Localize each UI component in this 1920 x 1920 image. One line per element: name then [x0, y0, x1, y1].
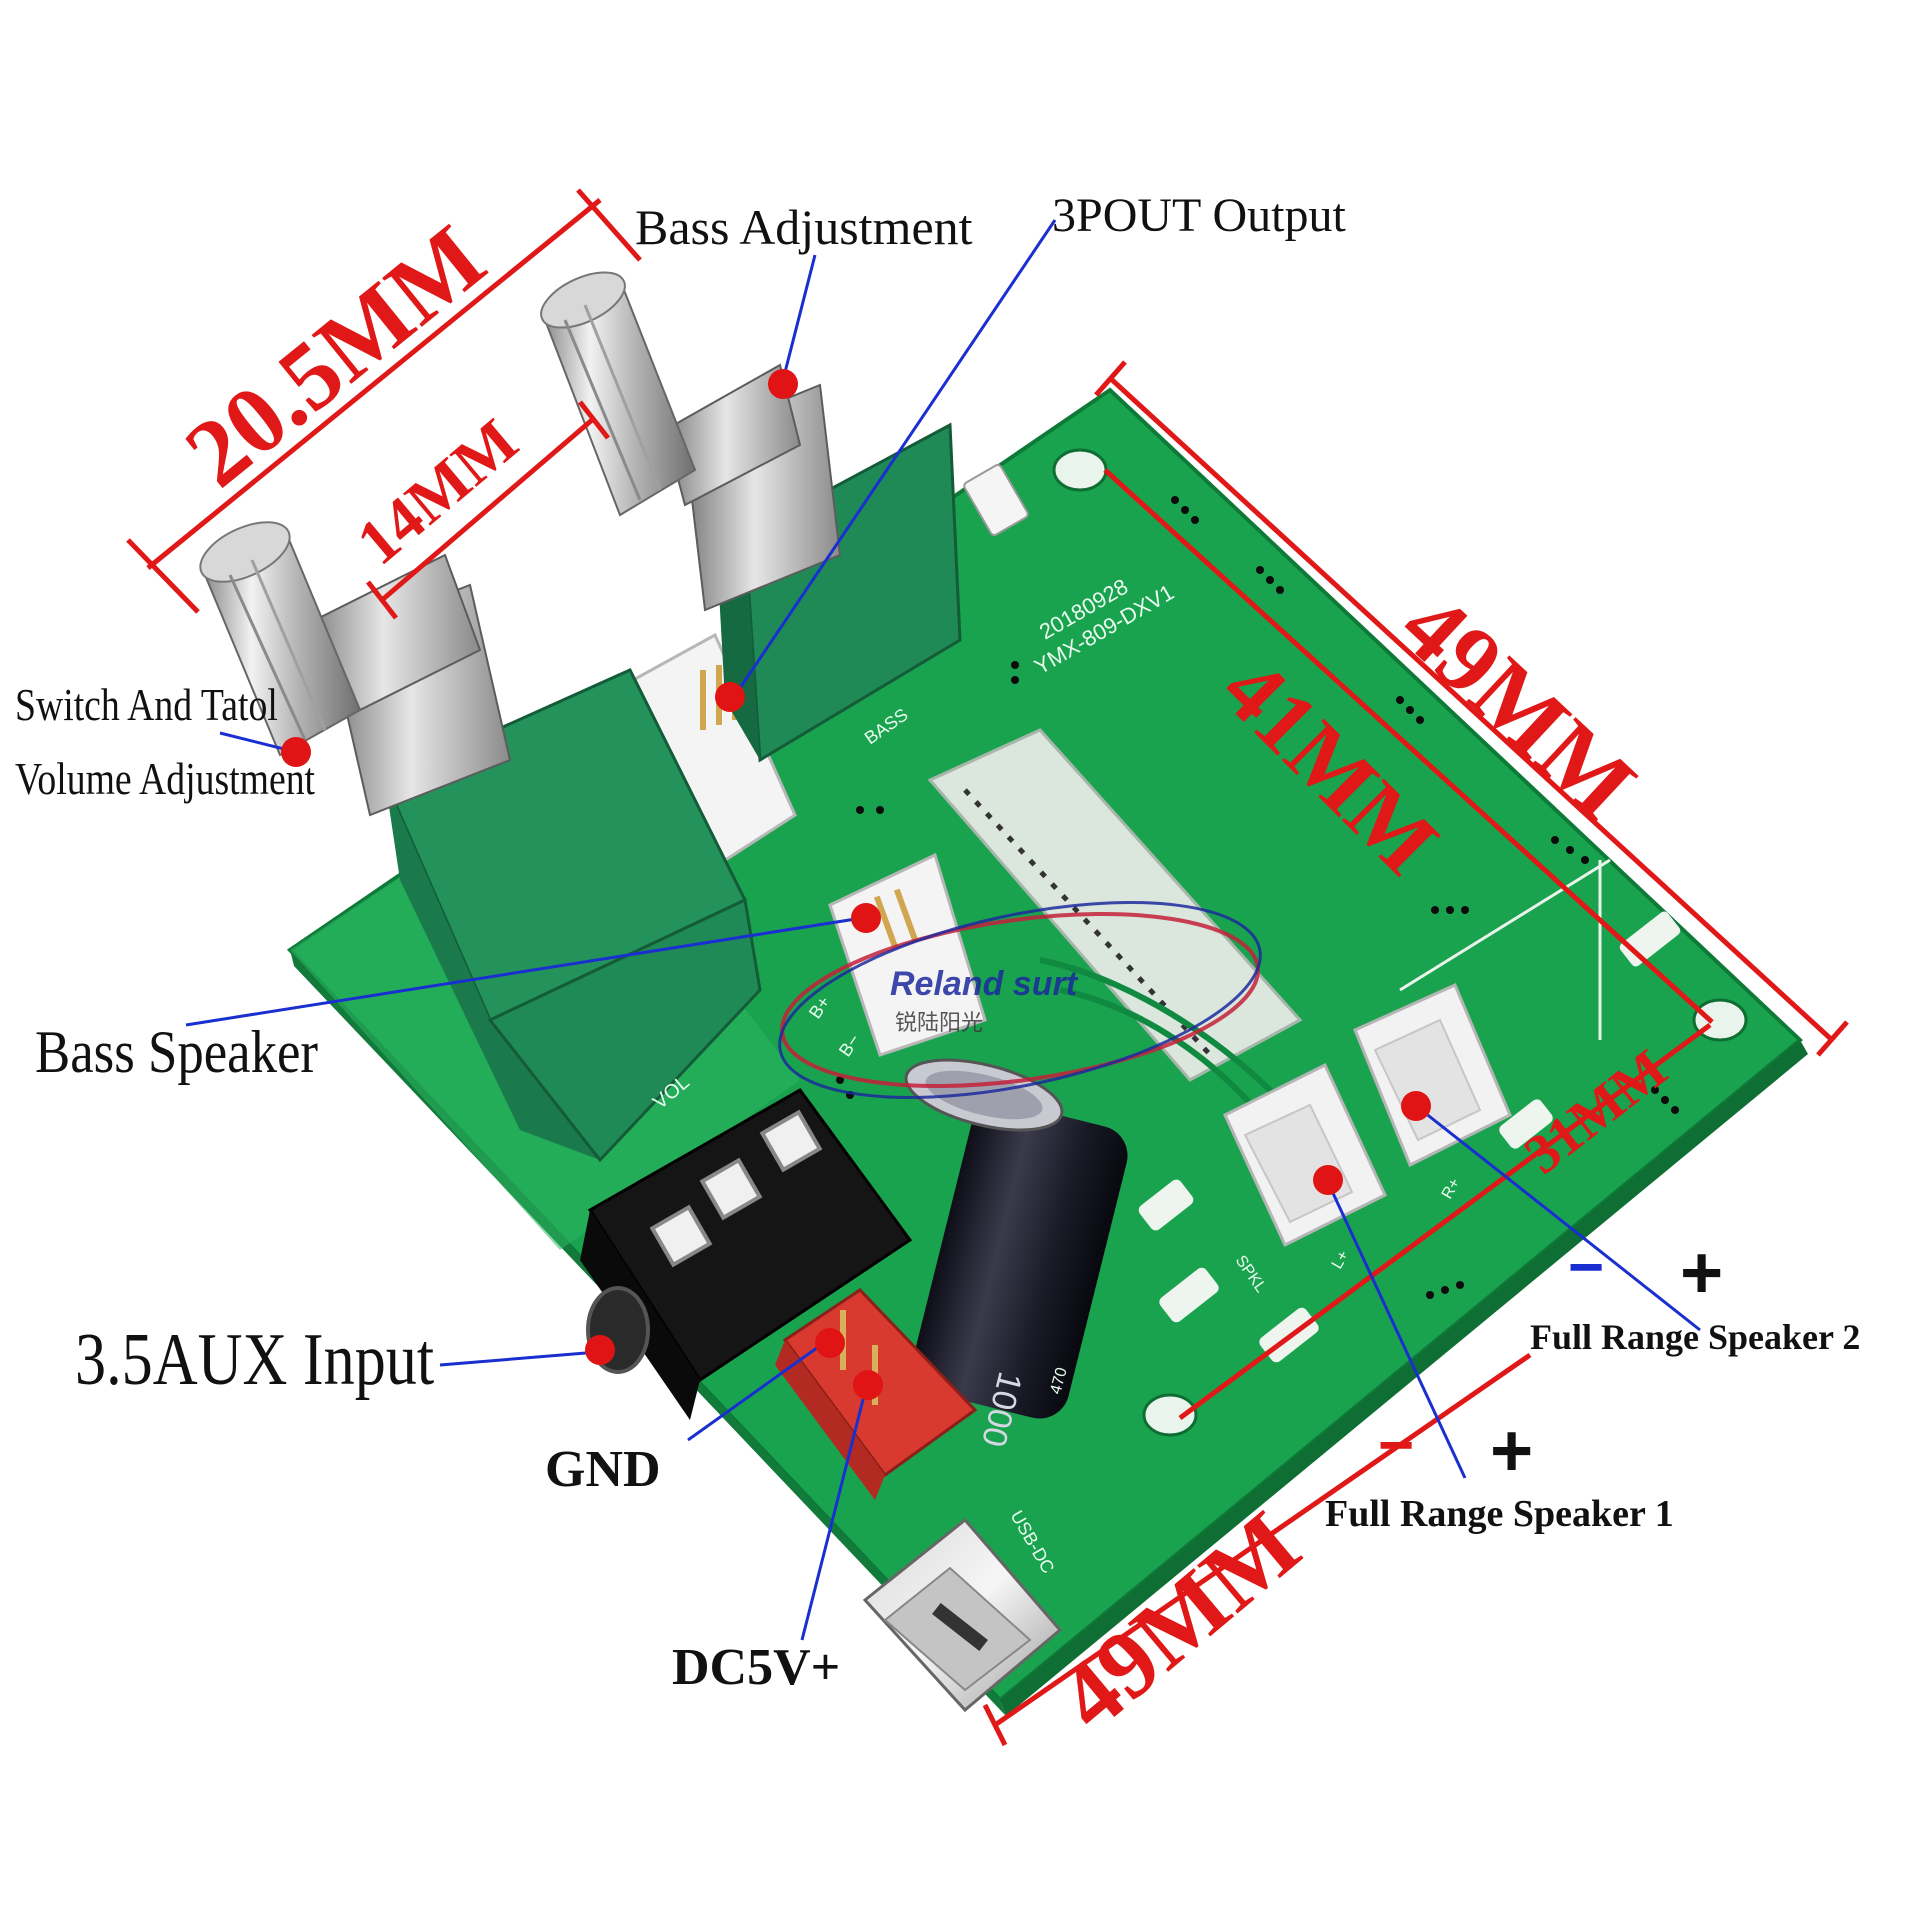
- bass-connector-pin: [893, 888, 919, 943]
- dim-line-31: [1178, 1022, 1712, 1421]
- leader-lines: [185, 219, 1701, 1641]
- marker-3pout: [715, 682, 745, 712]
- marker-switch-volume: [281, 737, 311, 767]
- label-gnd: GND: [545, 1441, 661, 1498]
- output-pin: [700, 670, 706, 730]
- aux-jack-pad: [649, 1204, 713, 1268]
- polarity-minus-speaker-1: −: [1378, 1411, 1415, 1480]
- aux-jack-pad: [699, 1157, 763, 1221]
- smd-led: [963, 463, 1029, 537]
- capacitor-top-inner: [925, 1070, 1043, 1120]
- marker-bass-adjustment: [768, 369, 798, 399]
- marker-speaker-2: [1401, 1091, 1431, 1121]
- pad: [1159, 1267, 1219, 1323]
- leader-speaker-2: [1414, 1103, 1701, 1332]
- silk-cap-code: 470: [1047, 1366, 1070, 1396]
- label-dc5v: DC5V+: [672, 1639, 841, 1696]
- dimension-lines: [126, 188, 1849, 1747]
- label-switch-volume-line1: Switch And Tatol: [15, 679, 278, 730]
- silk-l-plus: L+: [1329, 1248, 1353, 1272]
- mounting-hole-bottom: [1142, 1393, 1198, 1437]
- leader-gnd: [687, 1338, 829, 1442]
- capacitor-body: [912, 1101, 1128, 1419]
- dim-line-14: [380, 418, 594, 602]
- marker-aux: [585, 1335, 615, 1365]
- polarity-minus-speaker-2: −: [1568, 1233, 1605, 1302]
- label-bass-speaker: Bass Speaker: [35, 1019, 319, 1085]
- watermark-cjk: 锐陆阳光: [895, 1011, 983, 1036]
- leader-aux: [439, 1350, 599, 1367]
- marker-gnd: [815, 1328, 845, 1358]
- power-terminal-front: [775, 1340, 885, 1500]
- marker-dots: [281, 369, 1431, 1400]
- watermark-ring-blue: [778, 900, 1262, 1100]
- volume-pot-face: [487, 897, 762, 1163]
- label-switch-volume-line2: Volume Adjustment: [15, 753, 316, 804]
- pad: [1138, 1179, 1194, 1231]
- polarity-plus-speaker-1: +: [1490, 1409, 1534, 1492]
- volume-pot-shaft-top: [199, 521, 291, 583]
- marker-dc5v: [853, 1370, 883, 1400]
- dim-line-49-bottom: [993, 1352, 1532, 1728]
- marker-bass-speaker: [851, 903, 881, 933]
- mounting-hole-top: [1052, 448, 1108, 492]
- label-full-range-speaker-1: Full Range Speaker 1: [1325, 1493, 1674, 1535]
- bass-connector-pin: [873, 895, 899, 950]
- polarity-plus-speaker-2: +: [1680, 1231, 1724, 1314]
- leader-dc5v: [800, 1379, 870, 1641]
- label-aux-input: 3.5AUX Input: [75, 1319, 435, 1401]
- leader-bass-speaker: [185, 916, 863, 1027]
- trace: [1399, 858, 1611, 992]
- via-cluster: [836, 496, 1679, 1299]
- marker-speaker-1: [1313, 1165, 1343, 1195]
- dim-line-49-right: [1108, 376, 1834, 1042]
- pad: [1499, 1099, 1553, 1149]
- aux-jack-pad: [759, 1109, 823, 1173]
- watermark-latin: Reland surt: [890, 965, 1079, 1003]
- leader-3pout: [730, 219, 1057, 701]
- label-3pout-output: 3POUT Output: [1052, 189, 1346, 242]
- leader-bass-adjustment: [781, 254, 817, 381]
- dim-line-20-5: [146, 198, 602, 570]
- label-full-range-speaker-2: Full Range Speaker 2: [1530, 1317, 1861, 1357]
- leader-speaker-1: [1324, 1177, 1467, 1479]
- label-bass-adjustment: Bass Adjustment: [635, 199, 973, 255]
- usb-slot: [932, 1603, 988, 1651]
- pcb-board-edge: [1000, 1040, 1808, 1716]
- dim-line-41: [1103, 468, 1714, 1024]
